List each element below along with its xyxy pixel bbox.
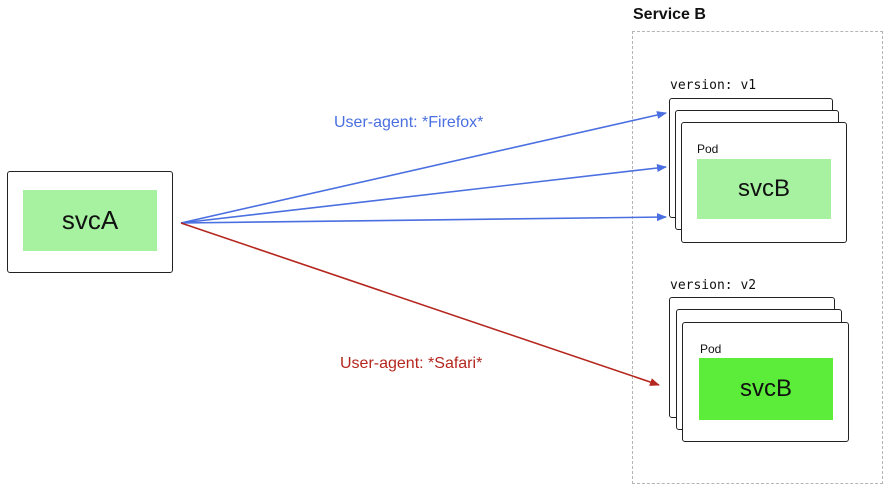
pod-v2-label: Pod: [700, 342, 722, 356]
service-b-container: [632, 31, 883, 484]
svc-a: svcA: [23, 190, 157, 251]
version-v2-label: version: v2: [670, 278, 757, 293]
safari-arrow: [180, 222, 660, 386]
firefox-arrow-3: [180, 213, 667, 224]
svc-b-v1: svcB: [697, 159, 831, 219]
firefox-arrow-1: [180, 111, 667, 224]
safari-route-label: User-agent: *Safari*: [340, 355, 483, 372]
firefox-route-label: User-agent: *Firefox*: [334, 114, 484, 131]
firefox-arrow-2: [180, 164, 667, 224]
pod-v1-label: Pod: [697, 142, 719, 156]
svc-b-v2: svcB: [699, 358, 833, 420]
service-b-title: Service B: [633, 6, 706, 23]
version-v1-label: version: v1: [670, 78, 757, 93]
